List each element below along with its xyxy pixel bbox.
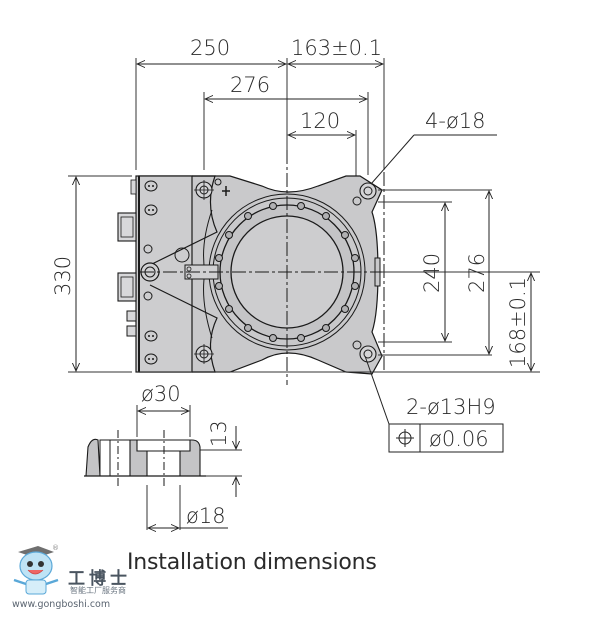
mascot-icon (13, 546, 59, 595)
dim-240: 240 (420, 253, 444, 293)
tolerance-value: ø0.06 (429, 427, 489, 451)
dim-o18: ø18 (186, 504, 226, 528)
counterbore-section-view (84, 405, 242, 530)
horizontal-dimension-lines (137, 64, 383, 135)
watermark-logo: ® 工博士 智能工厂服务商 www.gongboshi.com (8, 544, 138, 616)
watermark-url: www.gongboshi.com (12, 599, 111, 610)
dim-o30: ø30 (141, 382, 181, 406)
dim-120: 120 (300, 109, 340, 133)
watermark-tagline: 智能工厂服务商 (70, 586, 126, 595)
vertical-extension-lines (68, 175, 540, 373)
callout-leader-2-holes (364, 355, 390, 425)
dim-168: 168±0.1 (506, 277, 530, 368)
ground-symbol (222, 186, 230, 196)
vertical-dimension-lines (76, 177, 531, 371)
dim-13: 13 (207, 420, 231, 447)
dim-276-horizontal: 276 (230, 73, 270, 97)
figure-caption: Installation dimensions (127, 550, 377, 575)
dim-276-vertical: 276 (465, 253, 489, 293)
dim-250: 250 (190, 36, 230, 60)
callout-leader-4-holes (370, 134, 497, 185)
position-tolerance-frame: ø0.06 (388, 423, 504, 453)
robot-base-outline (117, 150, 400, 385)
watermark-brand: 工博士 (68, 569, 131, 589)
flange-bolt-circle (215, 202, 359, 342)
callout-2-o13h9: 2-ø13H9 (406, 395, 496, 419)
registered-mark: ® (52, 544, 59, 552)
dim-330: 330 (51, 256, 75, 296)
dim-163: 163±0.1 (291, 36, 382, 60)
extension-lines (135, 58, 385, 178)
position-tolerance-icon (396, 429, 414, 447)
callout-4-o18: 4-ø18 (425, 109, 486, 133)
